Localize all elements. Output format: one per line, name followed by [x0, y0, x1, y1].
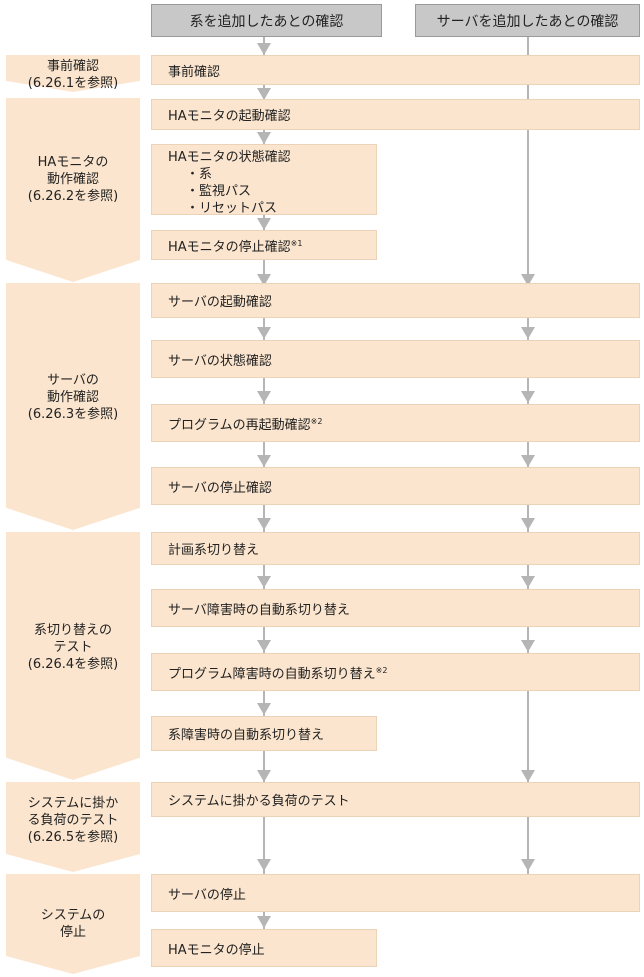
- footnote-1: ※1: [290, 238, 303, 248]
- arrow-left-9: [257, 518, 271, 530]
- step-system-fail-switch: 系障害時の自動系切り替え: [151, 716, 377, 751]
- arrow-left-13: [257, 770, 271, 782]
- phase-label-load: システムに掛かる負荷のテスト(6.26.5を参照): [27, 796, 119, 845]
- arrow-left-4: [257, 218, 271, 230]
- arrow-left-1: [257, 43, 271, 55]
- phase-label-ha: HAモニタの動作確認(6.26.2を参照): [27, 155, 119, 204]
- arrow-left-14: [257, 859, 271, 871]
- step-program-fail-switch: プログラム障害時の自動系切り替え※2: [151, 653, 640, 691]
- arrow-left-3: [257, 132, 271, 144]
- arrow-left-15: [257, 916, 271, 928]
- ha-status-item-system: ・系: [186, 167, 213, 182]
- step-load-test: システムに掛かる負荷のテスト: [151, 782, 640, 817]
- step-pre-check: 事前確認: [151, 55, 640, 85]
- step-server-stop-final: サーバの停止: [151, 874, 640, 912]
- arrow-left-11: [257, 640, 271, 652]
- phase-label-stop: システムの停止: [40, 908, 106, 940]
- step-ha-stop: HAモニタの停止確認※1: [151, 230, 377, 260]
- step-program-restart: プログラムの再起動確認※2: [151, 404, 640, 442]
- phase-arrow-switch: [6, 532, 140, 780]
- step-planned-switch: 計画系切り替え: [151, 532, 640, 565]
- phase-arrow-ha: [6, 98, 140, 282]
- step-ha-status: HAモニタの状態確認 ・系 ・監視パス ・リセットパス: [151, 144, 377, 216]
- arrow-right-9: [521, 859, 535, 871]
- phase-label-switch: 系切り替えのテスト(6.26.4を参照): [27, 623, 119, 672]
- phase-arrow-stop: [6, 874, 140, 974]
- arrow-right-8: [521, 770, 535, 782]
- ha-status-item-monitor-path: ・監視パス: [186, 184, 252, 199]
- step-server-start: サーバの起動確認: [151, 283, 640, 318]
- step-ha-monitor-stop: HAモニタの停止: [151, 929, 377, 967]
- phase-arrow-server: [6, 283, 140, 530]
- arrow-left-2: [257, 88, 271, 100]
- ha-status-item-reset-path: ・リセットパス: [186, 201, 278, 216]
- step-server-stop: サーバの停止確認: [151, 467, 640, 505]
- phase-label-pre: 事前確認(6.26.1を参照): [27, 59, 119, 91]
- arrow-left-12: [257, 703, 271, 715]
- step-ha-start: HAモニタの起動確認: [151, 99, 640, 130]
- header-right: サーバを追加したあとの確認: [415, 4, 640, 37]
- footnote-2b: ※2: [375, 665, 388, 675]
- step-server-fail-switch: サーバ障害時の自動系切り替え: [151, 589, 640, 627]
- arrow-right-6: [521, 576, 535, 588]
- arrow-right-2: [521, 327, 535, 339]
- arrow-left-7: [257, 391, 271, 403]
- header-left: 系を追加したあとの確認: [151, 4, 382, 37]
- arrow-right-7: [521, 640, 535, 652]
- arrow-right-5: [521, 518, 535, 530]
- arrow-left-6: [257, 327, 271, 339]
- arrow-right-4: [521, 455, 535, 467]
- arrow-right-3: [521, 391, 535, 403]
- arrow-left-8: [257, 455, 271, 467]
- footnote-2: ※2: [310, 416, 323, 426]
- phase-arrow-load: [6, 782, 140, 872]
- step-server-status: サーバの状態確認: [151, 340, 640, 378]
- phase-label-server: サーバの動作確認(6.26.3を参照): [27, 373, 119, 422]
- arrow-left-10: [257, 576, 271, 588]
